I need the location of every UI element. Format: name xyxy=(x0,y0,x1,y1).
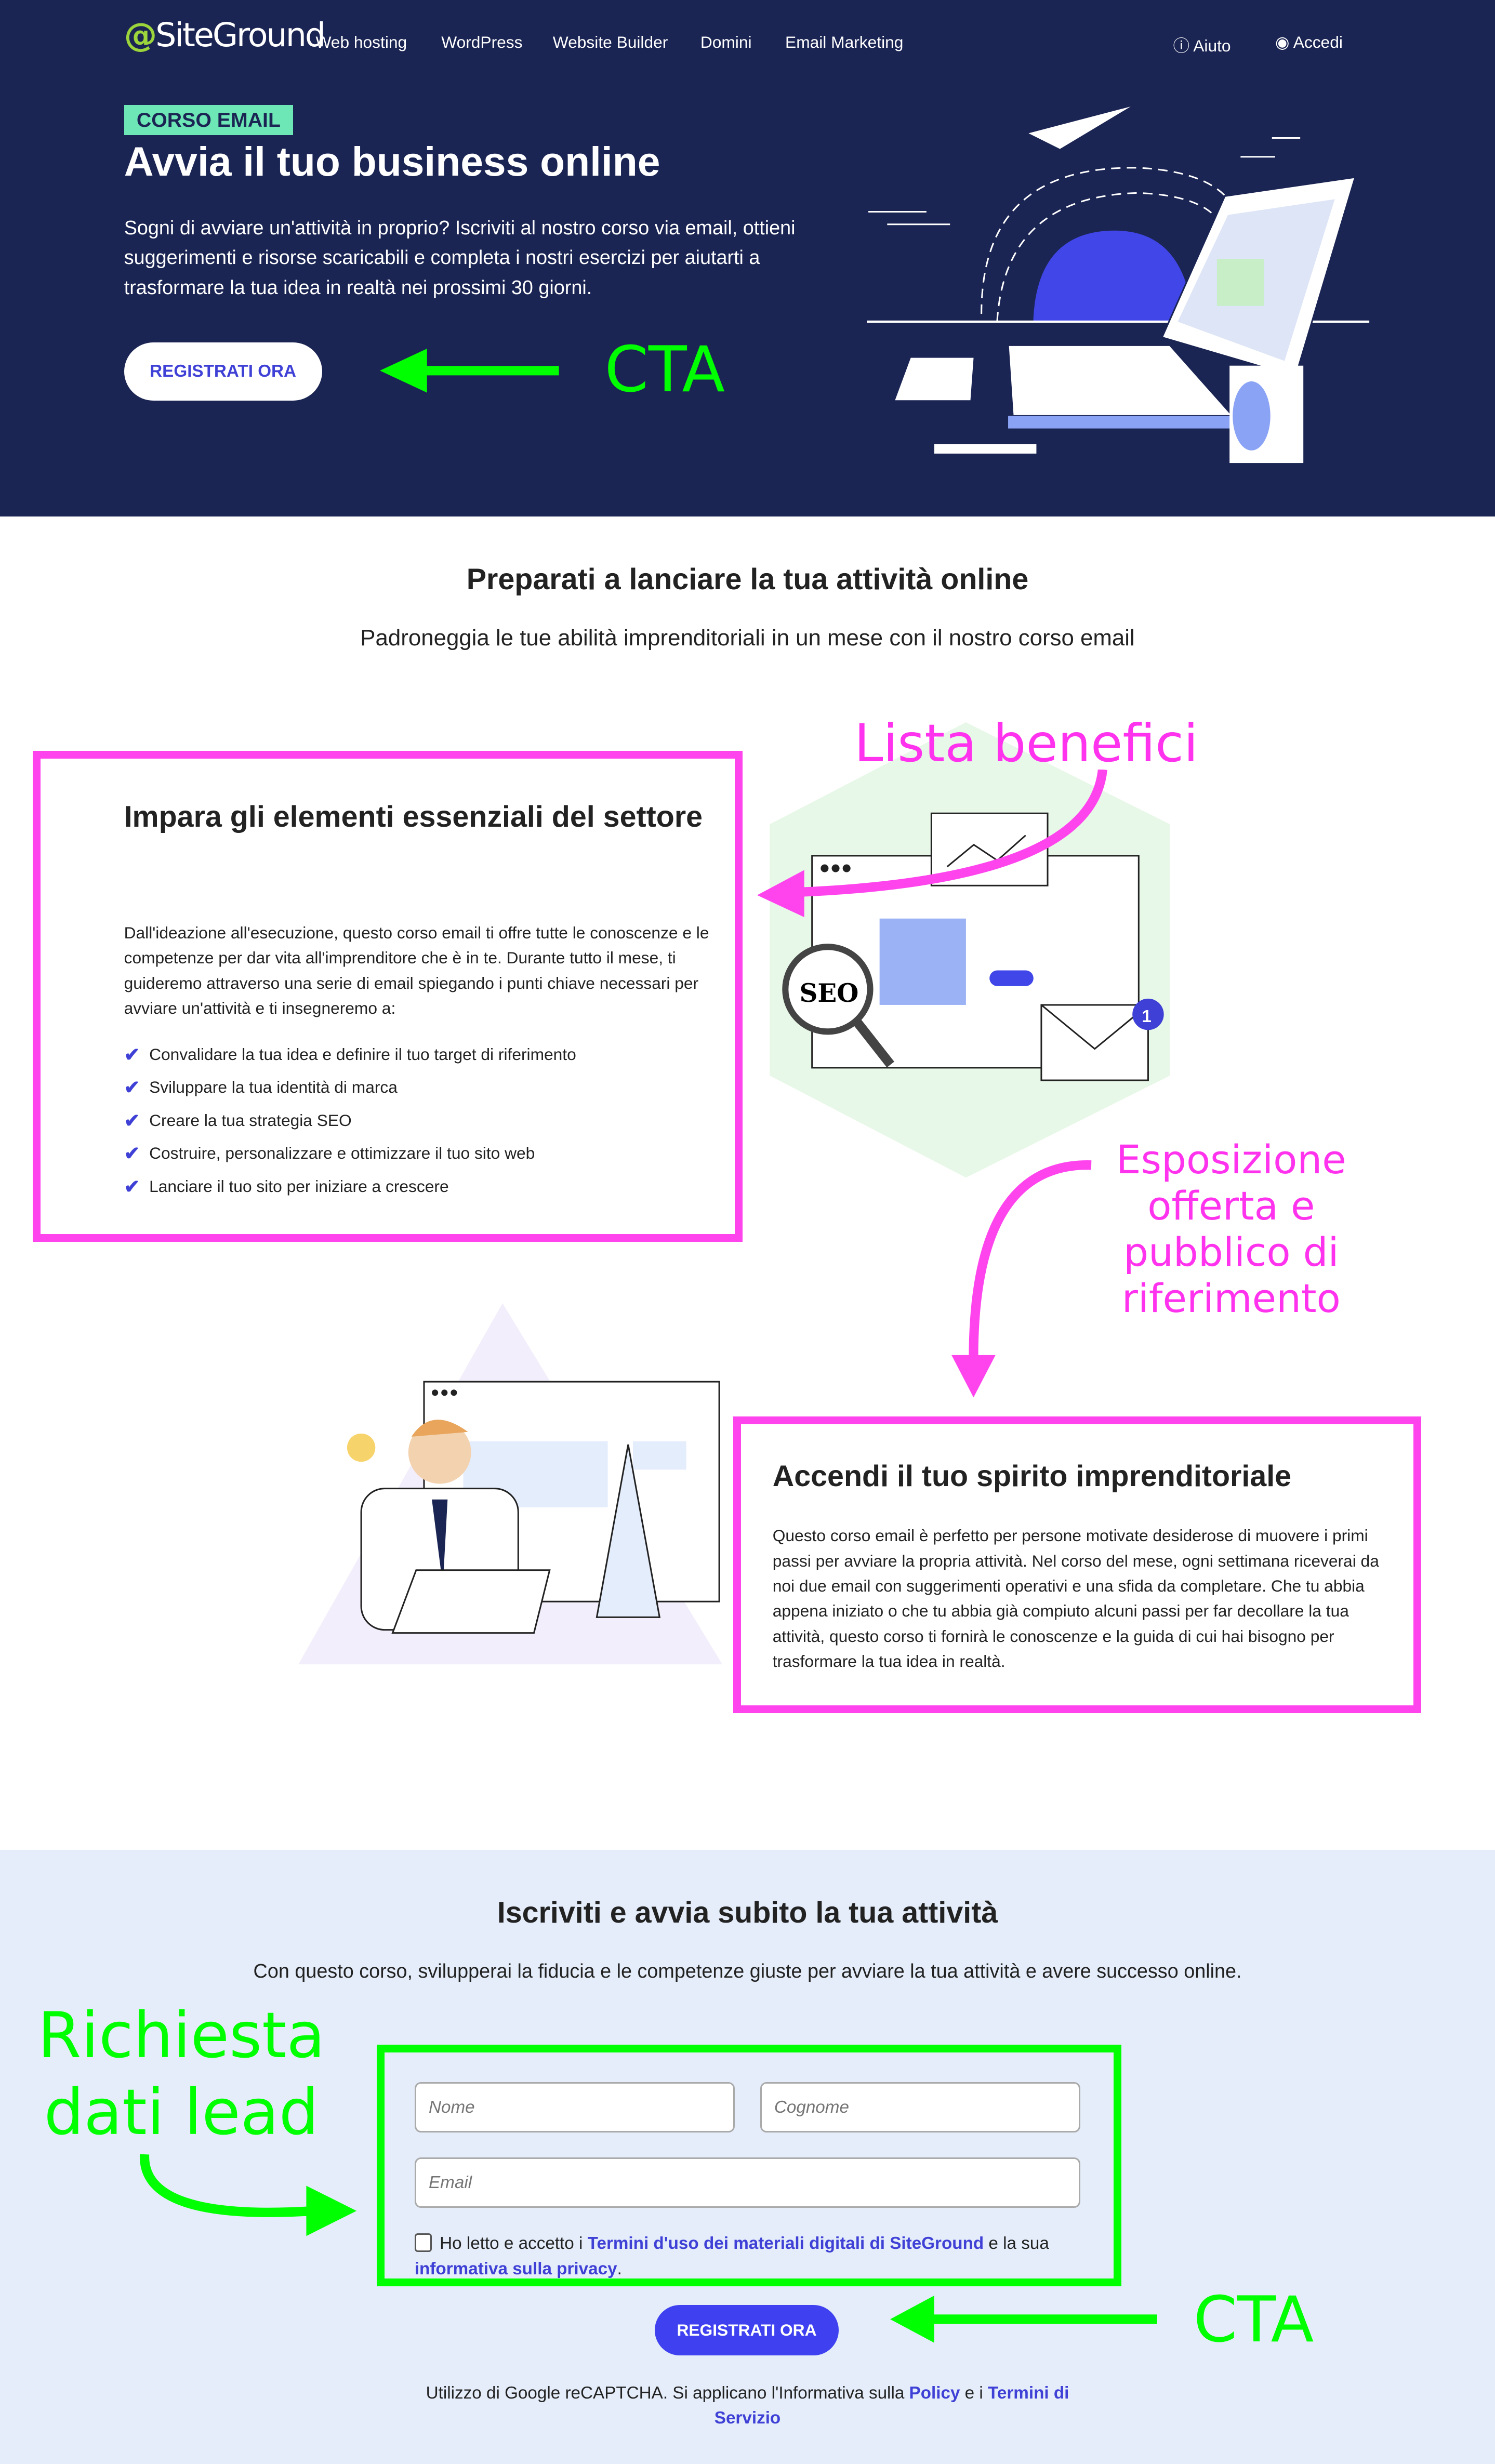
check-icon: ✔ xyxy=(124,1109,140,1131)
check-icon: ✔ xyxy=(124,1143,140,1164)
terms-of-service-link[interactable]: Termini di Servizio xyxy=(714,2383,1069,2428)
hero-title: Avvia il tuo business online xyxy=(124,138,660,184)
seo-label: SEO xyxy=(799,979,858,1008)
list-item: ✔Lanciare il tuo sito per iniziare a cre… xyxy=(124,1175,449,1197)
audience-text: Questo corso email è perfetto per person… xyxy=(772,1526,1379,1671)
list-item: ✔Sviluppare la tua identità di marca xyxy=(124,1077,398,1098)
recaptcha-notice: Utilizzo di Google reCAPTCHA. Si applica… xyxy=(426,2383,1069,2428)
entrepreneur-illustration xyxy=(298,1303,723,1665)
benefits-text: Dall'ideazione all'esecuzione, questo co… xyxy=(124,923,709,1017)
signup-subtitle: Con questo corso, svilupperai la fiducia… xyxy=(253,1960,1242,1982)
privacy-link[interactable]: informativa sulla privacy xyxy=(414,2259,617,2278)
check-icon: ✔ xyxy=(124,1043,140,1065)
check-icon: ✔ xyxy=(124,1077,140,1098)
annotation-benefits-list: Lista benefici xyxy=(854,713,1198,774)
section-subtitle: Padroneggia le tue abilità imprenditoria… xyxy=(360,625,1135,651)
lead-form xyxy=(377,2044,1121,2287)
logo-swirl-icon: @ xyxy=(124,16,157,55)
check-icon: ✔ xyxy=(124,1175,140,1197)
annotation-cta-hero: CTA xyxy=(604,333,725,406)
annotation-lead-data: Richiesta dati lead xyxy=(37,1999,325,2150)
help-icon: ⓘ xyxy=(1173,36,1194,56)
consent-row: Ho letto e accetto i Termini d'uso dei m… xyxy=(414,2233,1049,2278)
annotation-arrow-icon xyxy=(380,348,559,393)
benefits-list: ✔Convalidare la tua idea e definire il t… xyxy=(124,1038,576,1202)
annotation-cta-form: CTA xyxy=(1193,2283,1314,2357)
policy-link[interactable]: Policy xyxy=(909,2383,960,2403)
section-title: Preparati a lanciare la tua attività onl… xyxy=(466,562,1029,596)
benefits-box: Impara gli elementi essenziali del setto… xyxy=(33,750,743,1242)
nav-website-builder[interactable]: Website Builder xyxy=(552,33,668,52)
nav-domini[interactable]: Domini xyxy=(700,33,752,52)
hero-text: Sogni di avviare un'attività in proprio?… xyxy=(124,217,796,299)
list-item: ✔Creare la tua strategia SEO xyxy=(124,1109,352,1131)
siteground-logo[interactable]: @SiteGround xyxy=(124,16,326,55)
list-item: ✔Convalidare la tua idea e definire il t… xyxy=(124,1043,576,1065)
terms-link[interactable]: Termini d'uso dei materiali digitali di … xyxy=(587,2234,984,2254)
first-name-input[interactable] xyxy=(414,2082,735,2132)
register-button-hero[interactable]: REGISTRATI ORA xyxy=(124,342,322,401)
user-icon: ◉ xyxy=(1275,33,1293,52)
consent-checkbox[interactable] xyxy=(414,2233,432,2253)
register-button-form[interactable]: REGISTRATI ORA xyxy=(655,2305,839,2356)
annotation-curved-arrow-icon xyxy=(139,2154,357,2236)
laptop-illustration xyxy=(867,107,1370,463)
nav-web-hosting[interactable]: Web hosting xyxy=(315,33,407,52)
email-input[interactable] xyxy=(414,2157,1081,2208)
nav-email-marketing[interactable]: Email Marketing xyxy=(785,33,904,52)
help-link[interactable]: ⓘ Aiuto xyxy=(1173,36,1231,56)
benefits-title: Impara gli elementi essenziali del setto… xyxy=(124,800,703,834)
audience-box: Accendi il tuo spirito imprenditoriale Q… xyxy=(733,1416,1421,1714)
annotation-curved-arrow-icon xyxy=(951,1160,1092,1398)
list-item: ✔Costruire, personalizzare e ottimizzare… xyxy=(124,1143,535,1164)
annotation-curved-arrow-icon xyxy=(757,769,1107,917)
last-name-input[interactable] xyxy=(760,2082,1081,2132)
course-badge: CORSO EMAIL xyxy=(124,105,294,135)
annotation-arrow-icon xyxy=(890,2296,1158,2343)
annotation-offer-audience: Esposizione offerta e pubblico di riferi… xyxy=(1116,1137,1346,1322)
nav-wordpress[interactable]: WordPress xyxy=(441,33,523,52)
signup-title: Iscriviti e avvia subito la tua attività xyxy=(497,1896,998,1929)
login-link[interactable]: ◉ Accedi xyxy=(1275,33,1343,52)
notification-count: 1 xyxy=(1142,1007,1151,1026)
audience-title: Accendi il tuo spirito imprenditoriale xyxy=(772,1460,1292,1493)
signup-section xyxy=(0,1850,1495,2464)
